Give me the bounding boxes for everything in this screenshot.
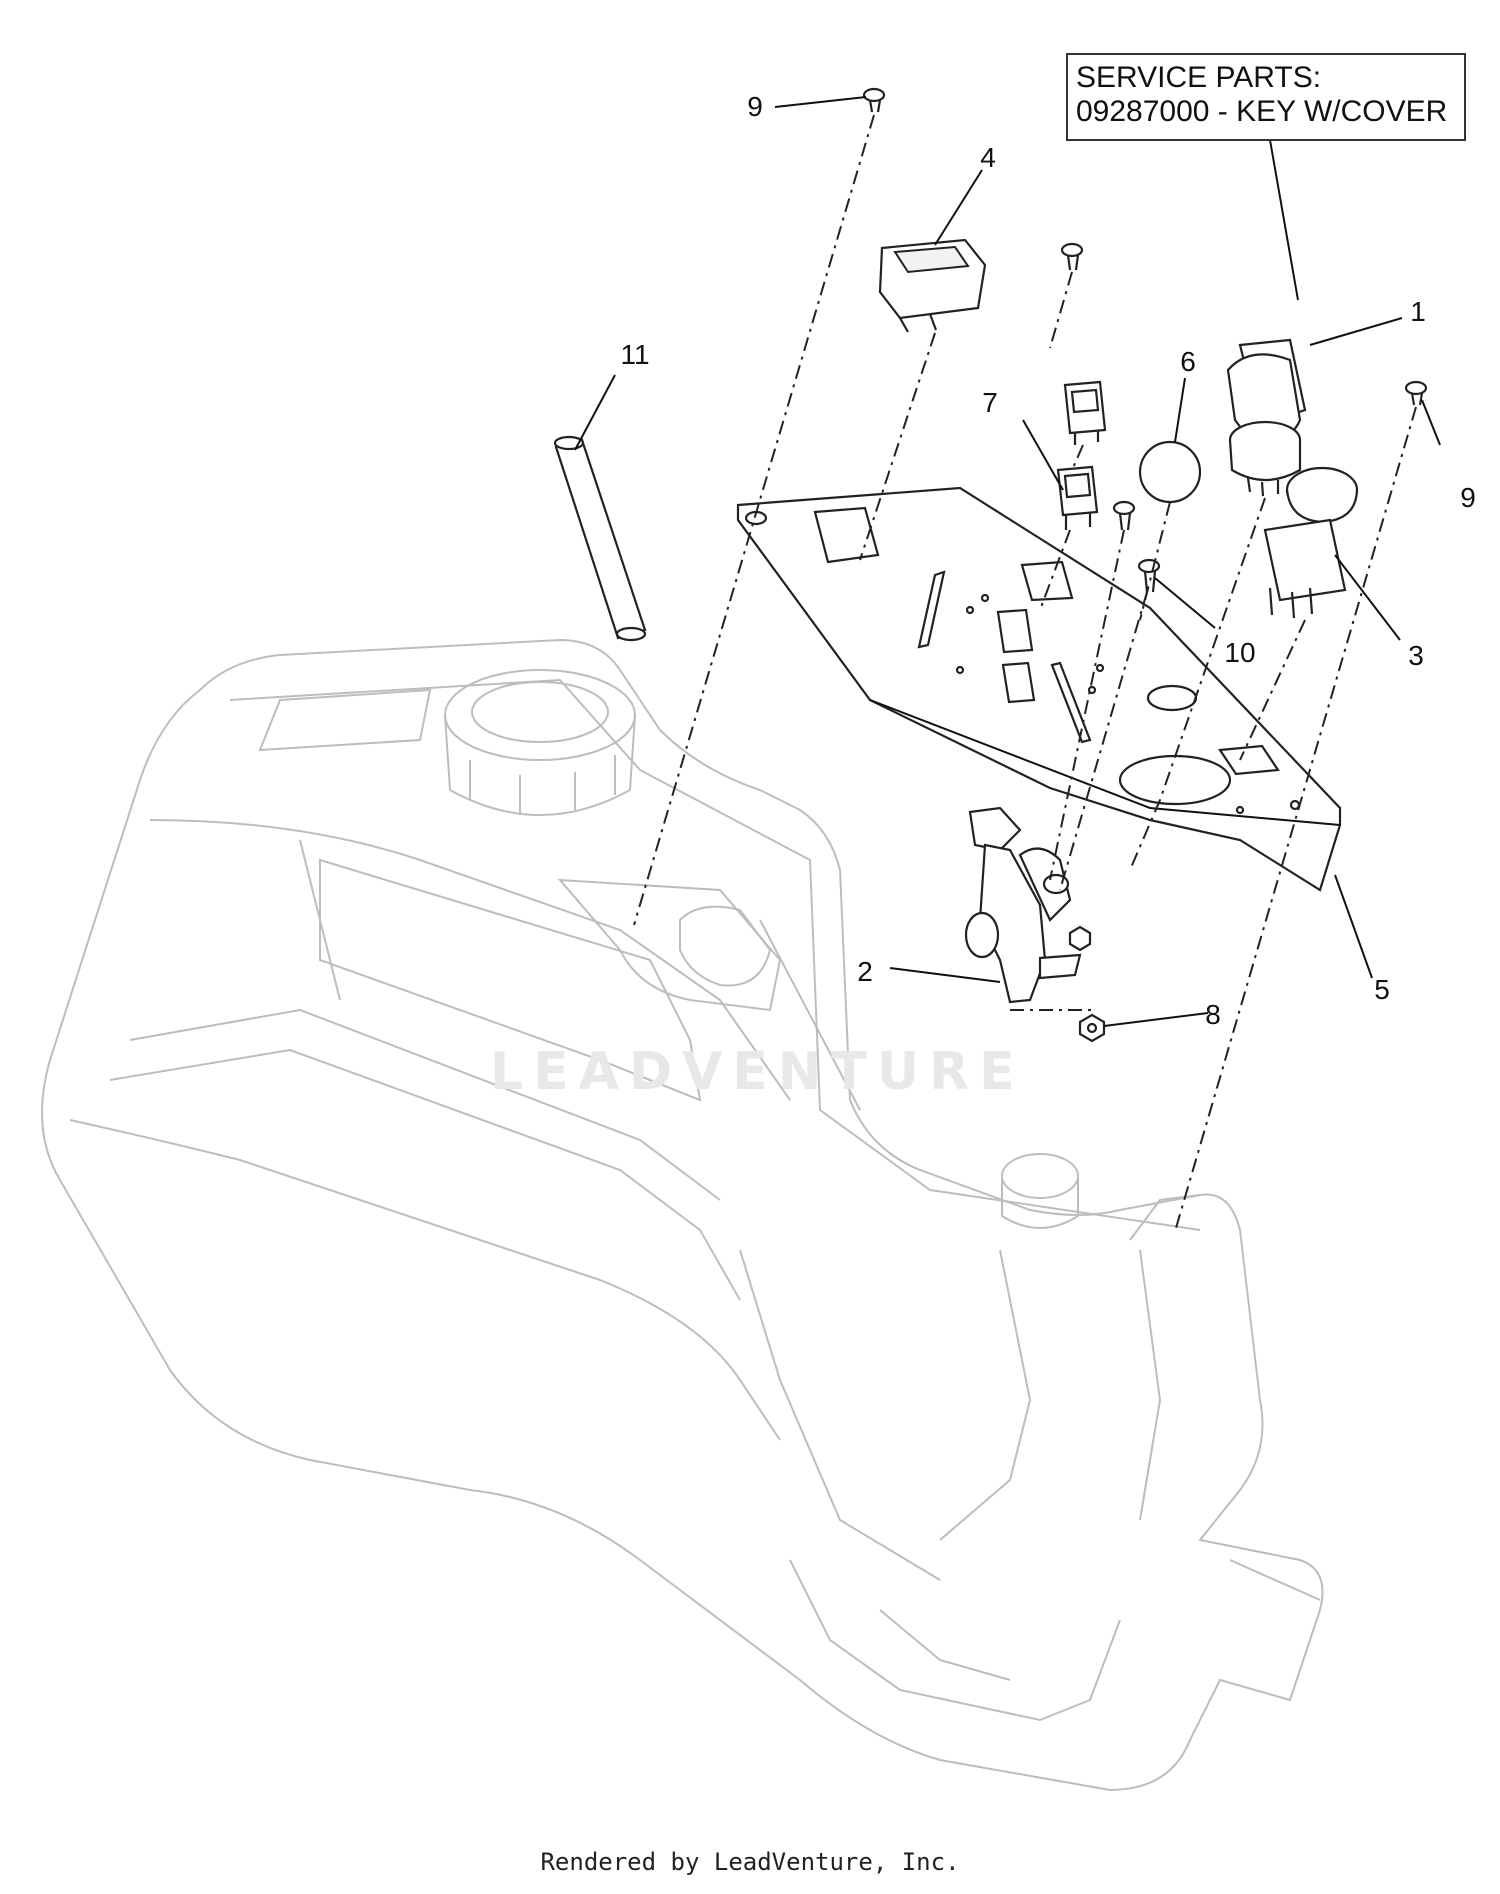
nut-8-upper [1068,925,1092,952]
bolt-small-top [1060,242,1084,271]
callout-10: 10 [1224,637,1256,668]
tube-11 [553,435,647,642]
fuel-tank [41,638,1324,1792]
assembly-lines [633,114,1417,1229]
callout-5: 5 [1374,974,1390,1005]
pto-switch [1263,466,1359,619]
control-panel-plate [736,486,1342,892]
callout-3: 3 [1408,640,1424,671]
footer-credit: Rendered by LeadVenture, Inc. [540,1848,960,1876]
key-switch [1226,338,1307,497]
callout-9-left: 9 [747,91,763,122]
bolt-9-left [862,87,886,113]
callout-11: 11 [620,339,650,370]
nut-8 [1078,1013,1106,1043]
callout-1: 1 [1410,296,1426,327]
watermark-text: LEADVENTURE [490,1042,1025,1102]
callout-2: 2 [857,956,873,987]
service-parts-key: 09287000 - KEY W/COVER [1076,95,1448,128]
leader-lines [574,96,1441,1027]
callout-7: 7 [982,387,998,418]
service-parts-box: SERVICE PARTS: 09287000 - KEY W/COVER [1066,53,1466,141]
service-parts-title: SERVICE PARTS: [1076,61,1322,94]
callout-9-right: 9 [1460,482,1476,513]
relay-lower [1056,465,1099,530]
bolt-9-right [1404,380,1428,406]
callout-6: 6 [1180,346,1196,377]
fuel-cap [444,669,636,816]
relay-upper [1063,380,1107,445]
screw-mid [1112,500,1136,531]
callout-8: 8 [1205,999,1221,1030]
rocker-switch [878,238,987,333]
hole-plug [1138,440,1202,504]
interlock-switch-bracket [964,806,1082,1004]
callout-4: 4 [980,142,996,173]
